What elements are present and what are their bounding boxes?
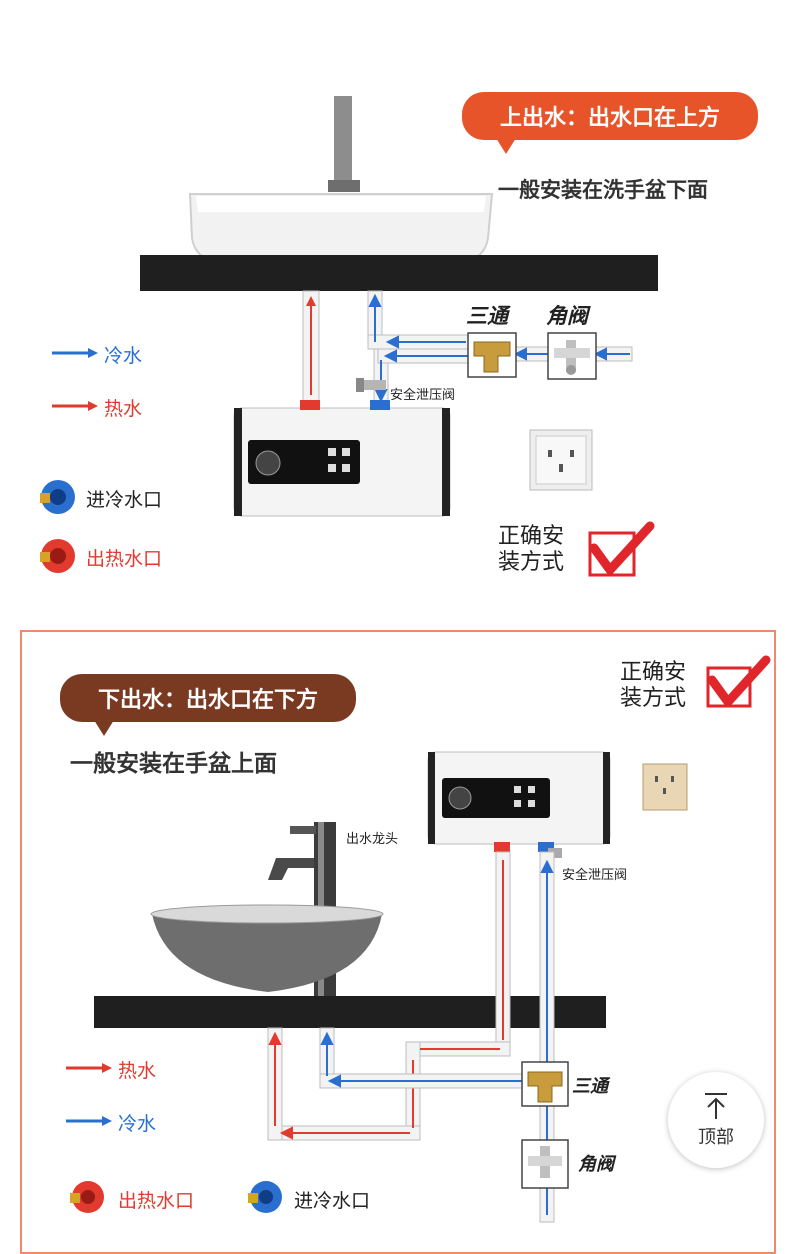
bottom-legend-cold-inlet-icon: [248, 1181, 282, 1213]
bottom-legend-hot: 热水: [118, 1056, 156, 1083]
bottom-legend-hot-arrow-icon: [66, 1063, 112, 1073]
bottom-legend-cold: 冷水: [118, 1109, 156, 1136]
bottom-checkmark-icon: [708, 660, 766, 706]
bottom-cold-pipe: [320, 852, 554, 1222]
bottom-faucet-label: 出水龙头: [346, 828, 398, 847]
bottom-tee-label: 三通: [572, 1072, 608, 1098]
bottom-install-diagram: [0, 0, 790, 1223]
bottom-legend-cold-inlet: 进冷水口: [294, 1186, 370, 1213]
bottom-valve-label: 角阀: [578, 1150, 614, 1176]
bottom-basin-icon: [151, 905, 383, 992]
bottom-legend-hot-outlet: 出热水口: [118, 1186, 194, 1213]
bottom-water-heater-icon: [428, 752, 610, 852]
bottom-safety-valve-label: 安全泄压阀: [562, 864, 627, 883]
arrow-up-icon: [702, 1091, 730, 1121]
bottom-angle-valve-icon: [522, 1140, 568, 1188]
scroll-top-button[interactable]: 顶部: [668, 1072, 764, 1168]
bottom-socket-icon: [643, 764, 687, 810]
bottom-countertop: [94, 996, 606, 1028]
bottom-legend-cold-arrow-icon: [66, 1116, 112, 1126]
bottom-tee-icon: [522, 1062, 568, 1106]
scroll-top-label: 顶部: [698, 1123, 734, 1149]
bottom-legend-hot-outlet-icon: [70, 1181, 104, 1213]
